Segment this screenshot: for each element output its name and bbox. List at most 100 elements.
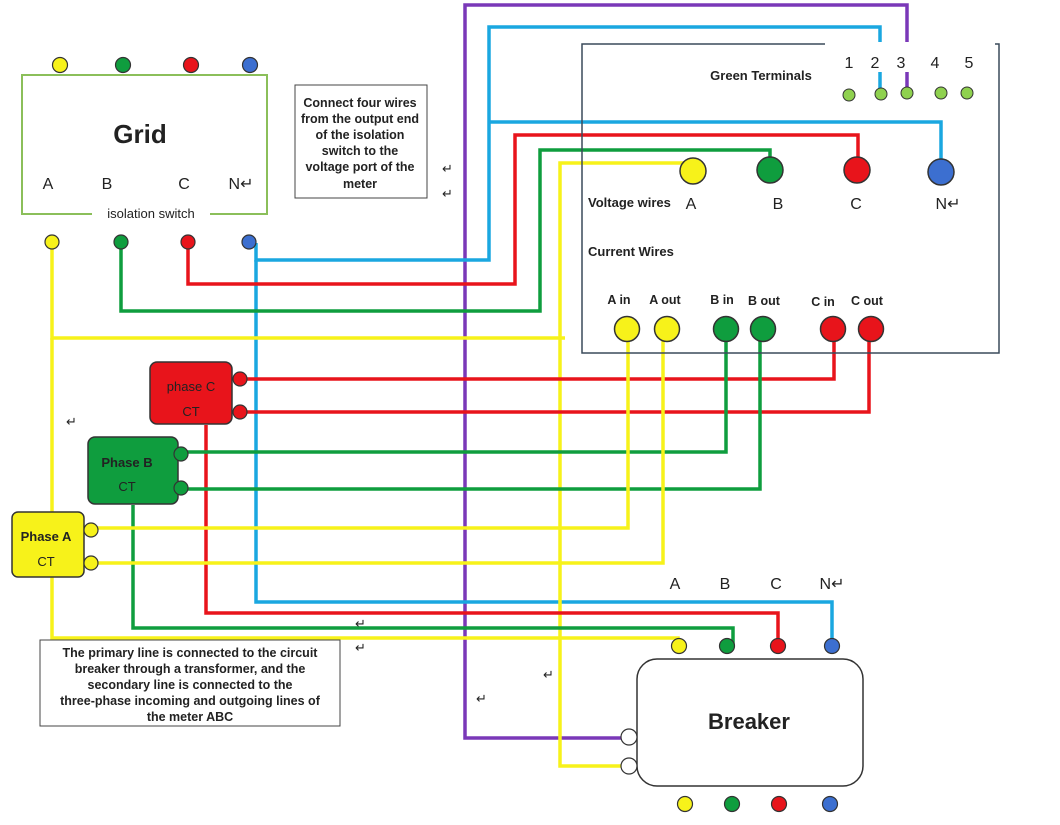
green-terminal-2 [874, 87, 888, 101]
breaker-output-b-terminal [723, 795, 741, 813]
voltage-n-label: N↵ [936, 196, 961, 213]
grid-input-b-terminal [114, 56, 132, 74]
breaker-output-n-terminal [821, 795, 839, 813]
terminal-3-label: 3 [897, 55, 906, 72]
voltage-n-terminal [927, 158, 955, 186]
wire-cyan-voltage-n [489, 120, 943, 172]
voltage-b-terminal [756, 156, 784, 184]
grid-label-b: B [102, 176, 113, 193]
voltage-a-label: A [686, 196, 697, 213]
grid-output-a-terminal [44, 234, 60, 250]
c-out-label: C out [851, 294, 884, 308]
breaker-output-c-terminal [770, 795, 788, 813]
grid-box [21, 74, 268, 215]
green-terminals-label: Green Terminals [710, 68, 812, 83]
wire-purple [463, 3, 909, 740]
current-a-out-terminal [653, 315, 681, 343]
return-mark-5: ↵ [355, 640, 366, 655]
grid-label-c: C [178, 176, 190, 193]
note-top-box [294, 84, 428, 199]
breaker-side-terminal-2 [620, 757, 638, 775]
breaker-title: Breaker [708, 709, 790, 734]
terminal-4-label: 4 [931, 55, 940, 72]
current-wires-label: Current Wires [588, 244, 674, 259]
breaker-output-a-terminal [676, 795, 694, 813]
terminal-1-label: 1 [845, 55, 854, 72]
breaker-input-b-terminal [718, 637, 736, 655]
note-bottom-line-1: The primary line is connected to the cir… [63, 646, 319, 660]
breaker-box [636, 658, 864, 787]
note-top-line-1: Connect four wires [303, 96, 416, 110]
grid-label-a: A [43, 176, 54, 193]
wire-red-voltage-c [186, 133, 860, 286]
wire-cyan-terminal [254, 25, 882, 262]
voltage-c-terminal [843, 156, 871, 184]
green-terminal-5 [960, 86, 974, 100]
wire-red-c-out [240, 330, 871, 414]
green-terminal-4 [934, 86, 948, 100]
wire-yellow-a-in [91, 330, 630, 530]
ct-phase-b: Phase B CT [87, 436, 189, 505]
voltage-c-label: C [850, 196, 862, 213]
return-mark-3: ↵ [66, 414, 77, 429]
note-top-line-6: meter [343, 177, 377, 191]
note-top-line-5: voltage port of the [305, 160, 414, 174]
note-bottom-line-3: secondary line is connected to the [88, 678, 293, 692]
wire-cyan-breaker-n [254, 260, 834, 646]
breaker-input-c-terminal [769, 637, 787, 655]
current-a-in-terminal [613, 315, 641, 343]
isolation-switch-label: isolation switch [107, 206, 194, 221]
a-out-label: A out [649, 293, 681, 307]
wire-yellow-breaker-return [558, 338, 629, 768]
ct-phase-a-box [11, 511, 85, 578]
breaker-label-c: C [770, 576, 782, 593]
wire-yellow-a-out [91, 330, 665, 565]
grid-output-n-terminal [241, 234, 257, 250]
grid-input-c-terminal [182, 56, 200, 74]
c-in-label: C in [811, 295, 835, 309]
caption-bg [92, 205, 210, 223]
ct-phase-b-sub: CT [118, 479, 135, 494]
grid-title: Grid [113, 119, 166, 149]
return-mark-4: ↵ [355, 616, 366, 631]
breaker-label-n: N↵ [820, 576, 845, 593]
return-mark-6: ↵ [543, 667, 554, 682]
ct-phase-b-box [87, 436, 179, 505]
note-bottom-line-4: three-phase incoming and outgoing lines … [60, 694, 321, 708]
grid-output-c-terminal [180, 234, 196, 250]
ct-phase-c-label: phase C [167, 379, 215, 394]
note-bottom-box [39, 639, 341, 727]
breaker-input-n-terminal [823, 637, 841, 655]
note-top-line-2: from the output end [301, 112, 419, 126]
wire-green-voltage-b [119, 148, 772, 313]
ct-a-out-terminal [83, 555, 99, 571]
meter-box [581, 43, 1000, 354]
green-terminal-1 [842, 88, 856, 102]
wire-red-c-in [240, 330, 836, 381]
note-voltage-wiring: Connect four wires from the output end o… [294, 84, 428, 199]
ct-phase-a: Phase A CT [11, 511, 99, 578]
breaker-label-b: B [720, 576, 731, 593]
voltage-a-terminal [679, 157, 707, 185]
current-c-in-terminal [819, 315, 847, 343]
ct-a-in-terminal [83, 522, 99, 538]
grid-output-b-terminal [113, 234, 129, 250]
terminal-header-bg [825, 42, 995, 72]
wire-green-primary [131, 505, 735, 646]
ct-phase-a-sub: CT [37, 554, 54, 569]
current-b-in-terminal [712, 315, 740, 343]
breaker-input-a-terminal [670, 637, 688, 655]
b-out-label: B out [748, 294, 781, 308]
note-bottom-line-5: the meter ABC [147, 710, 233, 724]
note-bottom-line-2: breaker through a transformer, and the [75, 662, 306, 676]
breaker-label-a: A [670, 576, 681, 593]
voltage-b-label: B [773, 196, 784, 213]
ct-phase-c-sub: CT [182, 404, 199, 419]
note-top-line-4: switch to the [322, 144, 398, 158]
ct-phase-c: phase C CT [149, 361, 248, 425]
grid-isolation-switch: Grid A B C N↵ isolation switch [21, 56, 268, 250]
wire-green-b-in [181, 330, 728, 454]
wire-red-primary [204, 425, 780, 646]
grid-input-n-terminal [241, 56, 259, 74]
